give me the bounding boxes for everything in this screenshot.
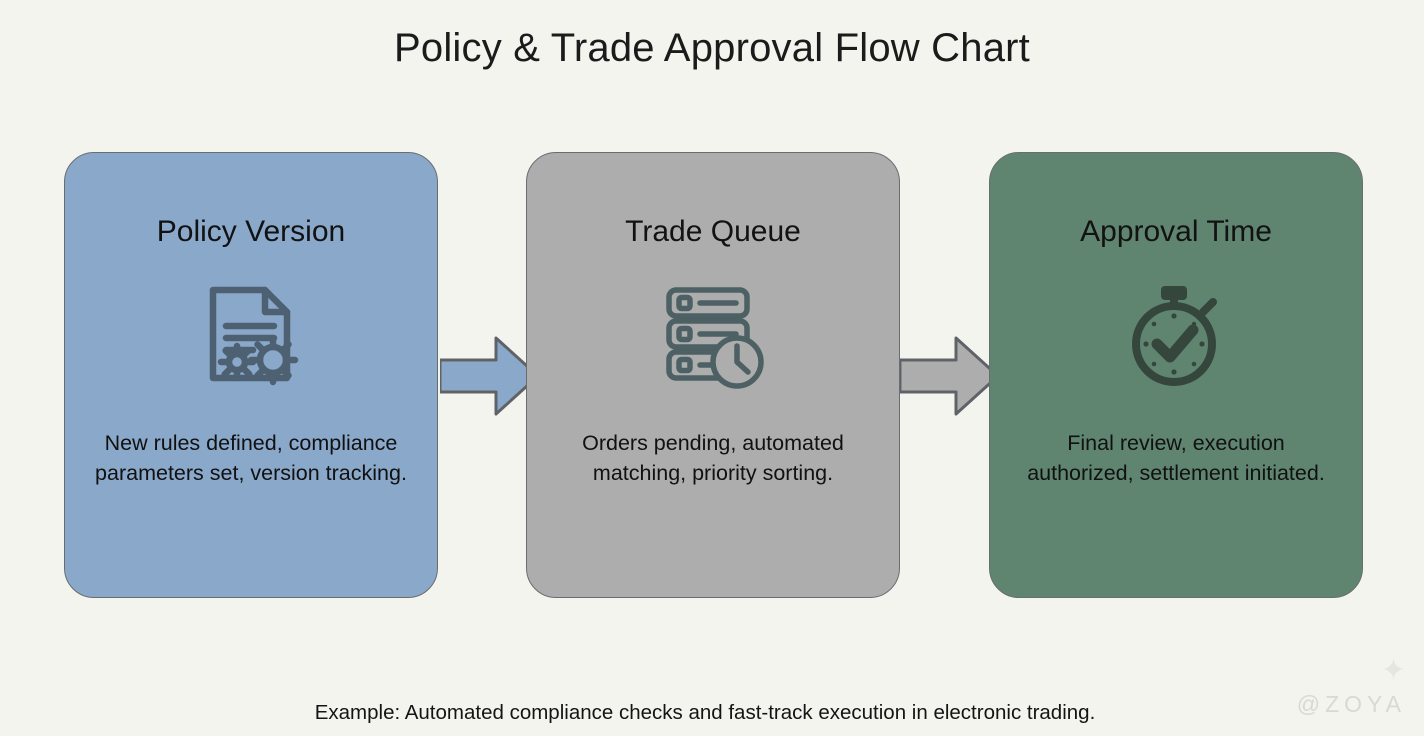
footer-example-note: Example: Automated compliance checks and… xyxy=(314,701,1096,725)
card-title: Trade Queue xyxy=(625,215,801,248)
watermark-sparkle-icon: ✦ xyxy=(1380,654,1406,687)
stopwatch-check-icon xyxy=(1112,272,1240,396)
card-description: Final review, execution authorized, sett… xyxy=(1027,431,1325,485)
page-title: Policy & Trade Approval Flow Chart xyxy=(394,26,1030,70)
flow-card-policy-version[interactable]: Policy Version New rules defined, compli… xyxy=(64,152,438,598)
queue-clock-icon xyxy=(649,272,777,396)
card-description: New rules defined, compliance parameters… xyxy=(95,431,407,485)
flow-card-trade-queue[interactable]: Trade Queue Orders pending, automated ma… xyxy=(526,152,900,598)
flow-card-approval-time[interactable]: Approval Time xyxy=(989,152,1363,598)
document-gears-icon xyxy=(187,272,315,396)
arrow-policy-to-queue xyxy=(440,334,540,418)
card-description: Orders pending, automated matching, prio… xyxy=(582,431,844,485)
arrow-queue-to-approval xyxy=(900,334,1000,418)
card-title: Policy Version xyxy=(156,215,346,248)
card-title: Approval Time xyxy=(1080,215,1272,248)
flow-diagram: Policy Version New rules defined, compli… xyxy=(0,152,1424,600)
